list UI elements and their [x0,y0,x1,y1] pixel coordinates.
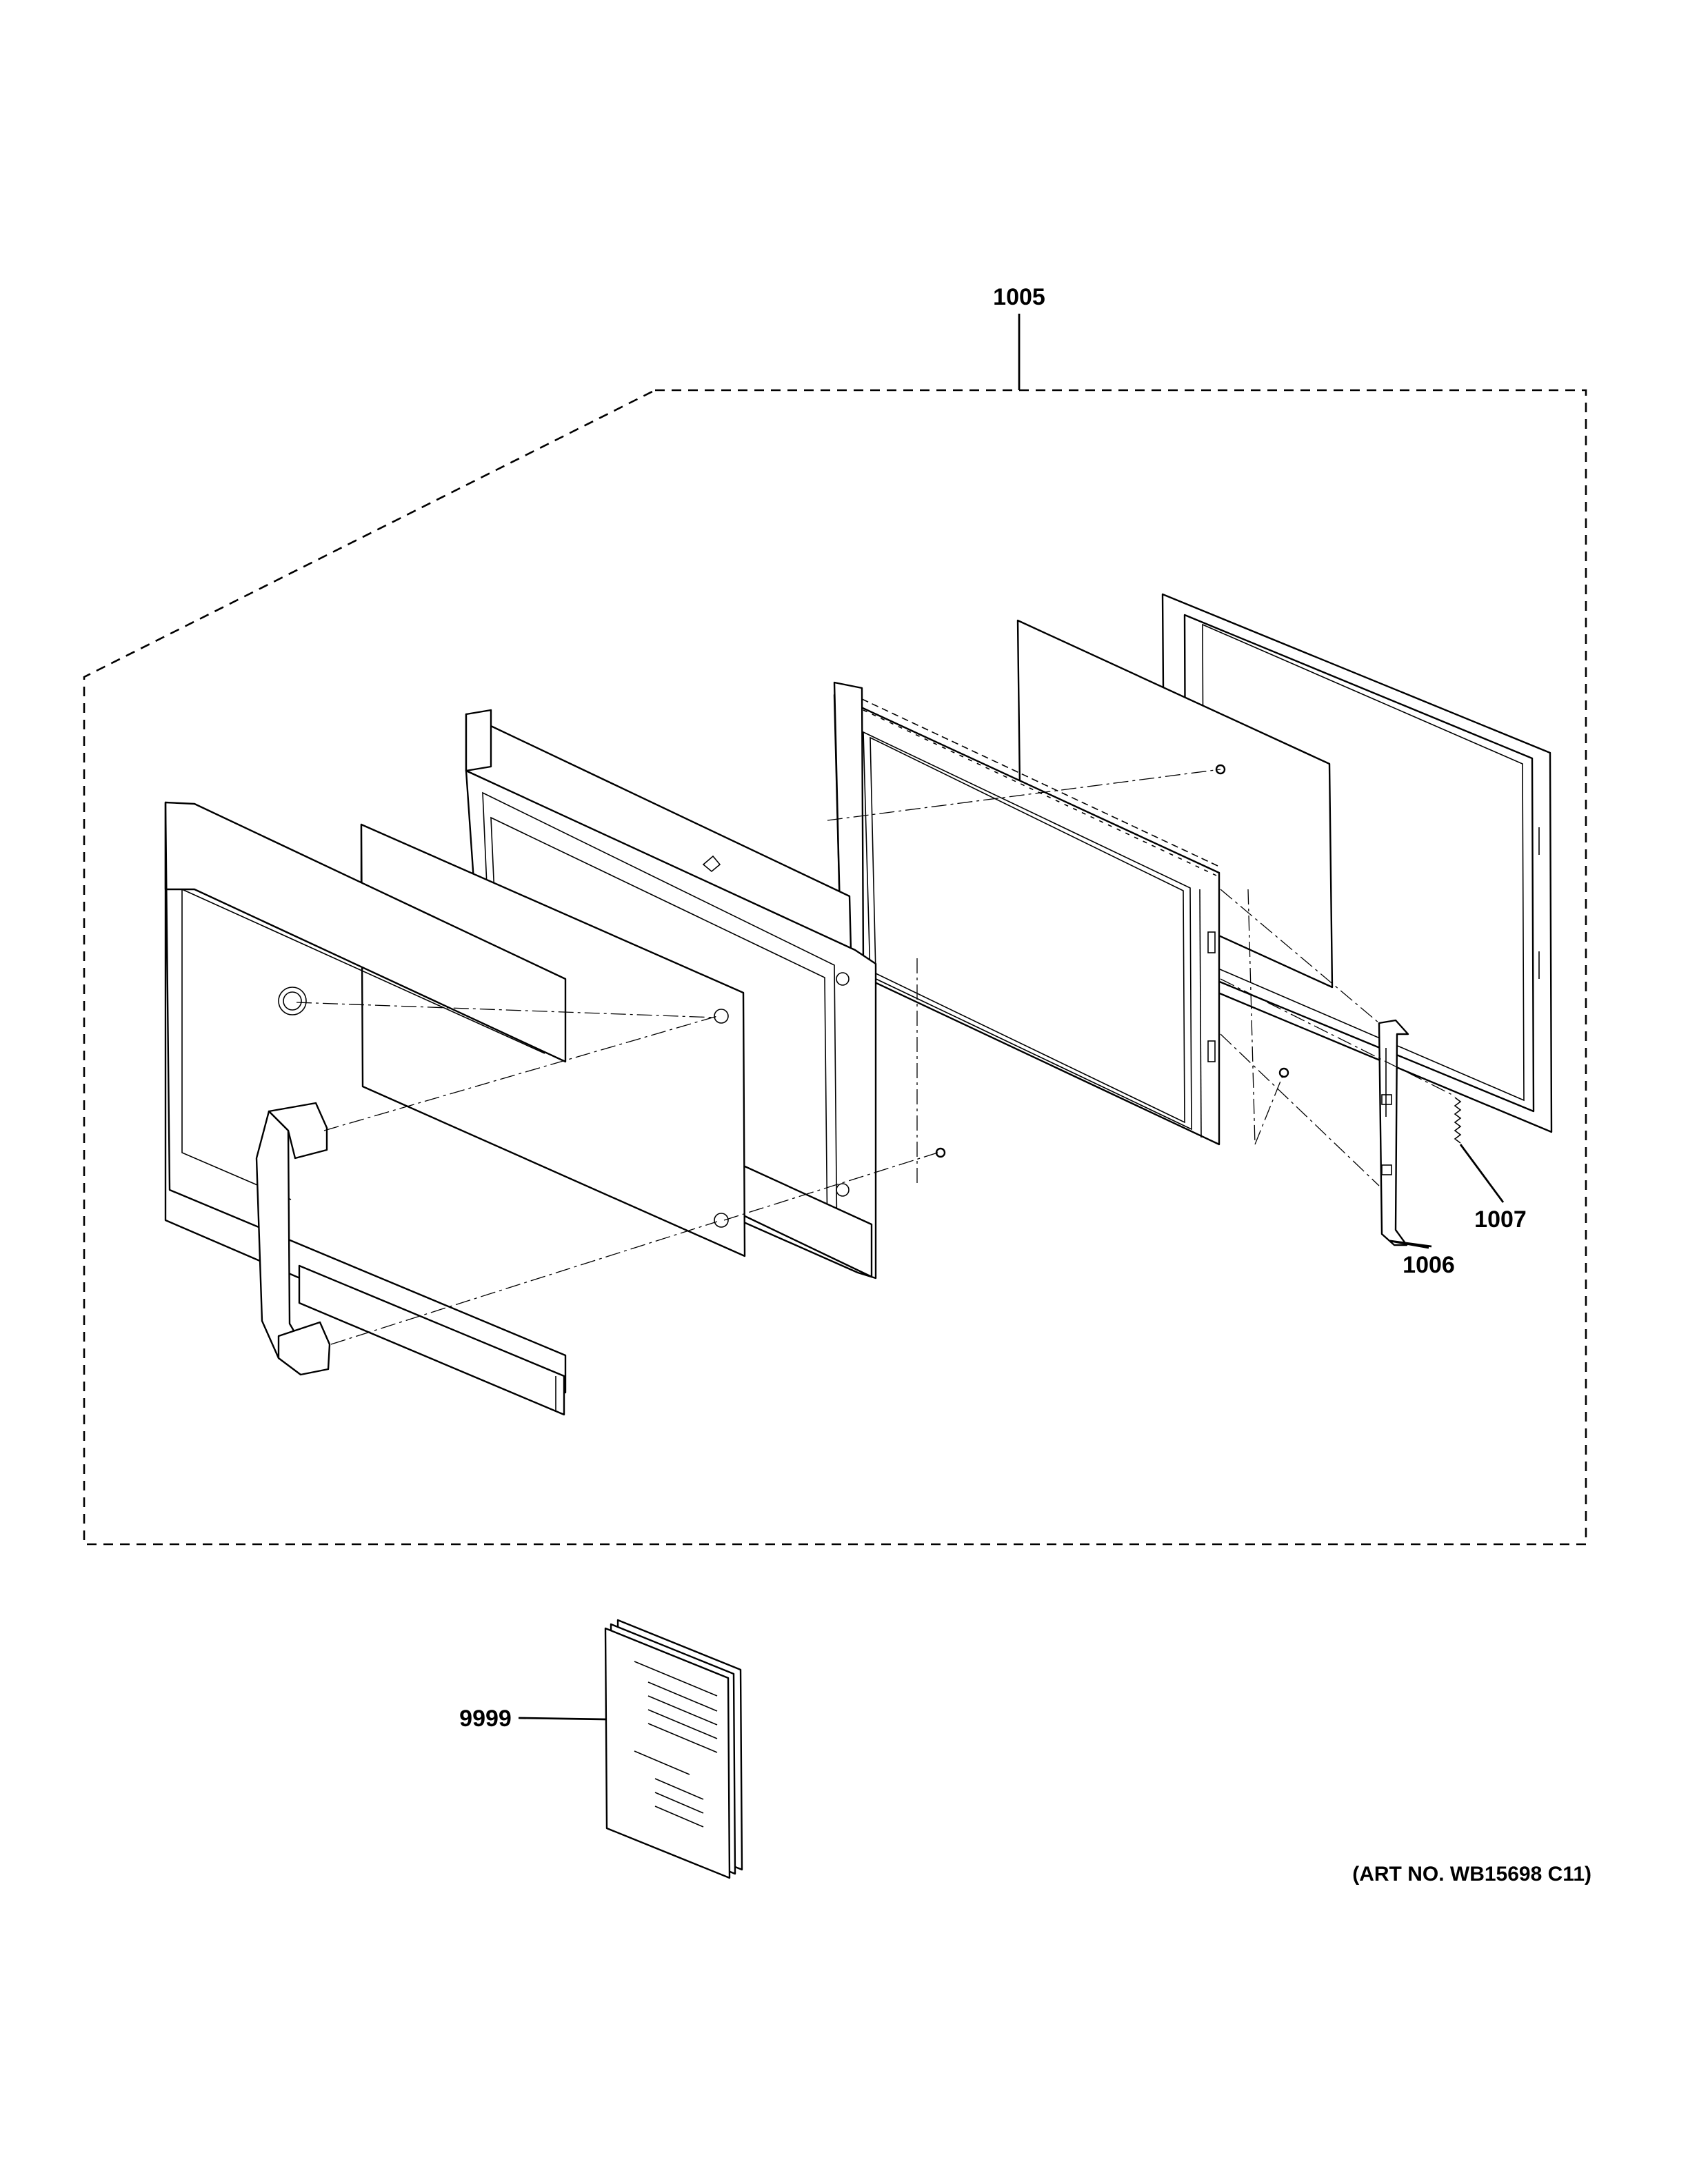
callout-1007: 1007 [1474,1206,1527,1233]
bottom-trim-strip [298,1264,565,1416]
leader-1006-line [1389,1240,1432,1248]
callout-1005: 1005 [993,284,1045,310]
assembly-boundary-1005 [83,389,1587,1546]
callout-9999: 9999 [459,1706,512,1732]
ge-logo-icon [278,987,307,1015]
art-number: (ART NO. WB15698 C11) [1352,1863,1591,1885]
inner-glass-panel [1016,619,1334,989]
literature-manual-icon [604,1619,743,1879]
leader-9999 [518,1717,607,1721]
door-handle [255,1102,331,1376]
inner-door-chassis [833,681,1220,1146]
leader-1007 [1459,1144,1505,1203]
spring-1007 [1454,1097,1462,1144]
door-lever-1006 [1378,1019,1409,1246]
callout-1006: 1006 [1403,1252,1455,1278]
assembly-centerlines [296,769,1456,1345]
